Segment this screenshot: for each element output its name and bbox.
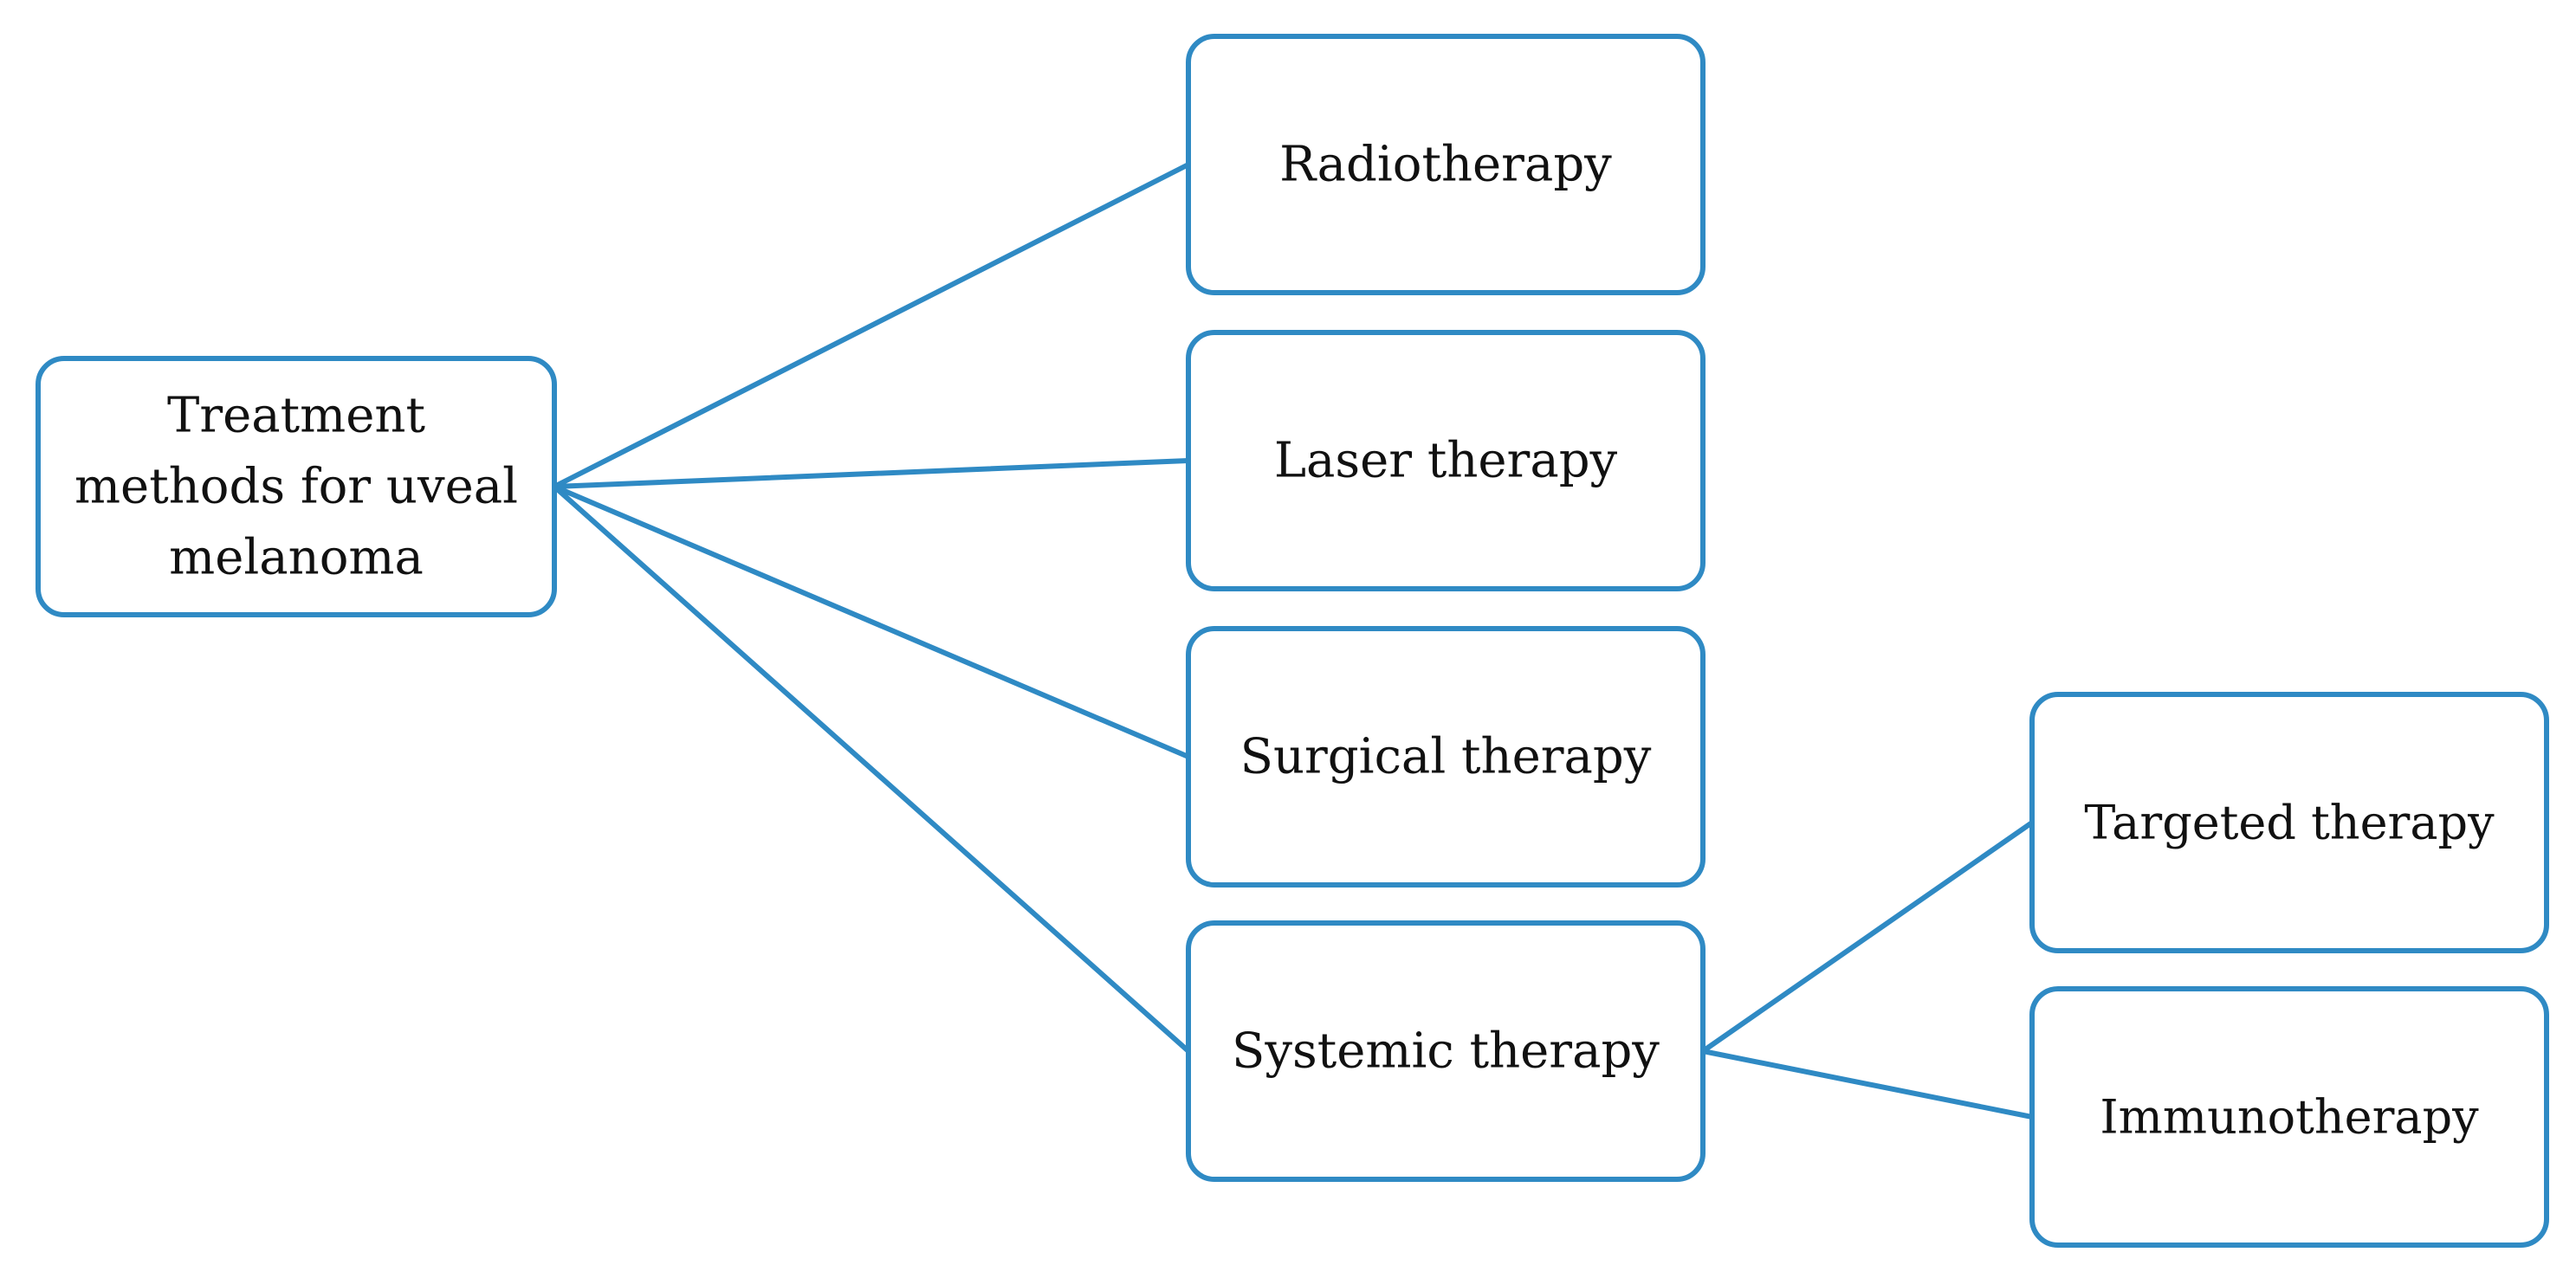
root-node-line-3: melanoma: [169, 530, 424, 586]
root-node-line-2: methods for uveal: [74, 459, 518, 515]
method-node-laser-therapy: Laser therapy: [1186, 330, 1705, 591]
connector-root-laser-therapy: [552, 458, 1191, 489]
subtype-node-box: [2029, 692, 2549, 953]
subtype-node-box: [2029, 986, 2549, 1248]
connector-root-radiotherapy: [552, 162, 1191, 489]
subtype-node-targeted-therapy: Targeted therapy: [2029, 692, 2549, 953]
connector-systemic-targeted: [1700, 820, 2035, 1054]
subtype-node-label: Targeted therapy: [2084, 796, 2495, 850]
method-node-box: [1186, 34, 1705, 295]
connector-root-systemic-therapy: [552, 484, 1191, 1054]
connectors-systemic: [1700, 820, 2035, 1120]
connector-systemic-immunotherapy: [1700, 1049, 2035, 1120]
method-node-systemic-therapy: Systemic therapy: [1186, 920, 1705, 1182]
method-node-label: Laser therapy: [1274, 433, 1618, 489]
subtype-node-immunotherapy: Immunotherapy: [2029, 986, 2549, 1248]
method-node-radiotherapy: Radiotherapy: [1186, 34, 1705, 295]
connectors-root: [552, 162, 1191, 1054]
method-node-label: Surgical therapy: [1240, 729, 1652, 785]
connector-root-surgical-therapy: [552, 484, 1191, 759]
method-node-box: [1186, 626, 1705, 888]
root-node-box: [36, 356, 557, 617]
root-node: Treatment methods for uveal melanoma: [36, 356, 557, 617]
method-node-label: Radiotherapy: [1279, 137, 1612, 193]
method-node-label: Systemic therapy: [1232, 1023, 1660, 1080]
subtype-node-label: Immunotherapy: [2100, 1090, 2479, 1145]
method-node-surgical-therapy: Surgical therapy: [1186, 626, 1705, 888]
method-node-box: [1186, 920, 1705, 1182]
method-node-box: [1186, 330, 1705, 591]
root-node-line-1: Treatment: [167, 388, 425, 444]
